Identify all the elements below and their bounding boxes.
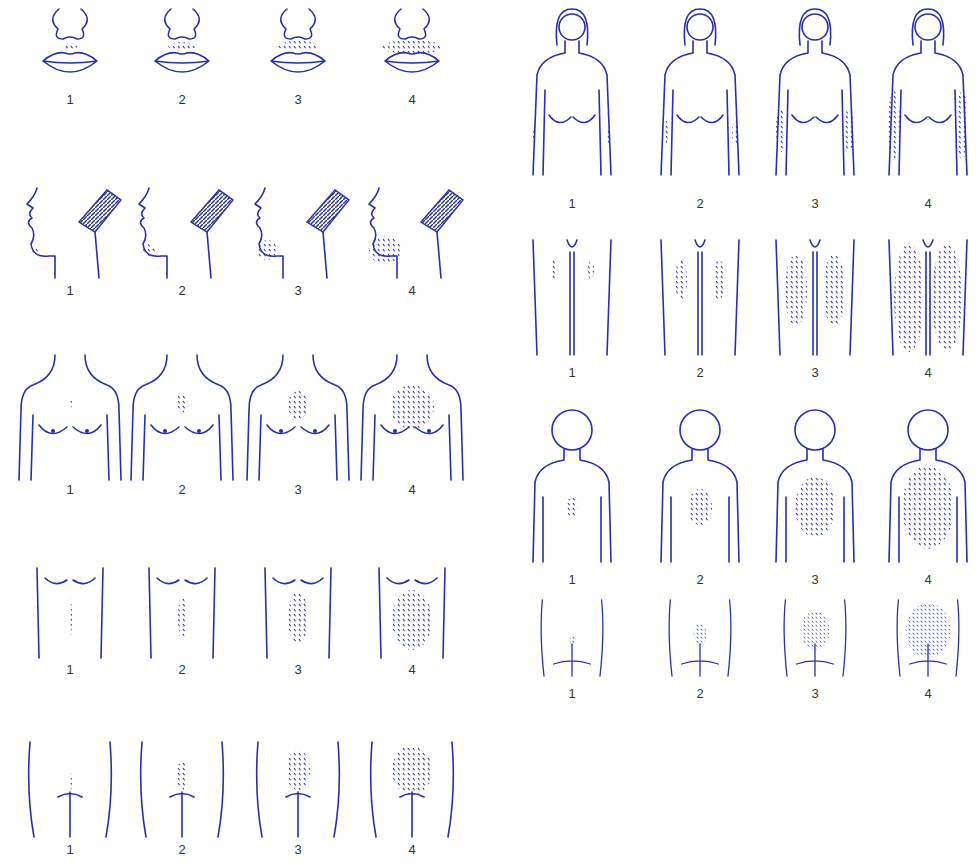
lower-abdomen-figure bbox=[141, 742, 224, 837]
chin-figure bbox=[369, 188, 463, 278]
chin-figure bbox=[255, 188, 349, 278]
arm-figure bbox=[533, 9, 611, 175]
chin-figure bbox=[27, 188, 121, 278]
callout-number: 4 bbox=[408, 842, 415, 857]
lower-back-figure bbox=[669, 600, 731, 676]
upper-back-figure bbox=[776, 410, 854, 562]
callout-number: 3 bbox=[811, 686, 818, 701]
callout-number: 2 bbox=[696, 365, 703, 380]
lower-back-figure bbox=[897, 600, 959, 676]
callout-number: 1 bbox=[66, 283, 73, 298]
callout-number: 1 bbox=[568, 365, 575, 380]
callout-number: 4 bbox=[924, 686, 931, 701]
callout-number: 3 bbox=[811, 365, 818, 380]
callout-number: 2 bbox=[178, 842, 185, 857]
upper-abdomen-figure bbox=[379, 568, 445, 658]
callout-number: 3 bbox=[294, 283, 301, 298]
lip-figure bbox=[43, 9, 97, 72]
lower-abdomen-figure bbox=[257, 742, 340, 837]
callout-number: 4 bbox=[924, 196, 931, 211]
lip-figure bbox=[382, 9, 442, 72]
callout-number: 4 bbox=[924, 572, 931, 587]
upper-abdomen-figure bbox=[149, 568, 215, 658]
callout-number: 2 bbox=[696, 196, 703, 211]
callout-number: 3 bbox=[294, 842, 301, 857]
callout-number: 2 bbox=[696, 686, 703, 701]
upper-back-figure bbox=[533, 410, 611, 562]
lower-back-figure bbox=[784, 600, 846, 676]
chest-figure bbox=[19, 355, 121, 480]
thigh-figure bbox=[533, 240, 611, 355]
thigh-figure bbox=[889, 240, 967, 355]
callout-number: 2 bbox=[178, 662, 185, 677]
upper-back-figure bbox=[889, 410, 967, 562]
callout-number: 3 bbox=[811, 196, 818, 211]
lip-figure bbox=[271, 9, 325, 72]
callout-number: 4 bbox=[408, 482, 415, 497]
chest-figure bbox=[361, 355, 463, 480]
arm-figure bbox=[888, 9, 968, 175]
lower-abdomen-figure bbox=[371, 742, 454, 837]
lower-back-figure bbox=[541, 600, 603, 676]
chin-figure bbox=[139, 188, 233, 278]
callout-number: 3 bbox=[811, 572, 818, 587]
callout-number: 4 bbox=[408, 92, 415, 107]
lower-abdomen-figure bbox=[29, 742, 112, 837]
callout-number: 1 bbox=[66, 92, 73, 107]
callout-number: 2 bbox=[178, 482, 185, 497]
arm-figure bbox=[776, 9, 854, 175]
callout-number: 3 bbox=[294, 482, 301, 497]
thigh-figure bbox=[776, 240, 854, 355]
upper-abdomen-figure bbox=[265, 568, 331, 658]
callout-number: 4 bbox=[408, 662, 415, 677]
lip-figure bbox=[155, 9, 209, 72]
upper-back-figure bbox=[661, 410, 739, 562]
callout-number: 2 bbox=[178, 283, 185, 298]
upper-abdomen-figure bbox=[37, 568, 103, 658]
chest-figure bbox=[247, 355, 349, 480]
callout-number: 2 bbox=[178, 92, 185, 107]
callout-number: 1 bbox=[568, 686, 575, 701]
callout-number: 4 bbox=[924, 365, 931, 380]
callout-number: 1 bbox=[66, 662, 73, 677]
callout-number: 4 bbox=[408, 283, 415, 298]
callout-number: 1 bbox=[568, 196, 575, 211]
callout-number: 1 bbox=[66, 842, 73, 857]
callout-number: 3 bbox=[294, 662, 301, 677]
callout-number: 1 bbox=[66, 482, 73, 497]
callout-number: 2 bbox=[696, 572, 703, 587]
callout-number: 1 bbox=[568, 572, 575, 587]
arm-figure bbox=[661, 9, 739, 175]
thigh-figure bbox=[661, 240, 739, 355]
chest-figure bbox=[131, 355, 233, 480]
callout-number: 3 bbox=[294, 92, 301, 107]
